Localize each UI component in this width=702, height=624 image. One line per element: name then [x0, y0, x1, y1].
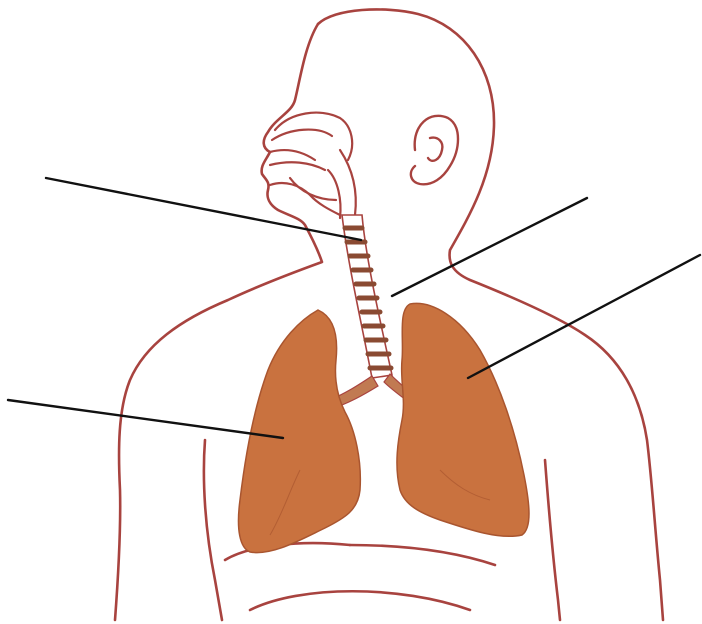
right-arm-crease	[545, 460, 560, 620]
body-outline	[115, 9, 663, 620]
right-lung	[397, 303, 529, 536]
nasal-oral-cavity	[270, 113, 356, 218]
ear	[411, 116, 458, 184]
abdomen-lower-curve	[250, 591, 470, 610]
leader-line-pharynx	[46, 178, 361, 240]
trachea	[325, 215, 412, 410]
leader-line-right-lung	[468, 255, 700, 378]
leader-line-left-lung	[8, 400, 283, 438]
leader-line-trachea	[392, 198, 587, 296]
left-arm-crease	[204, 440, 222, 620]
abdomen-curve-right	[350, 545, 495, 565]
left-lung	[238, 310, 360, 553]
